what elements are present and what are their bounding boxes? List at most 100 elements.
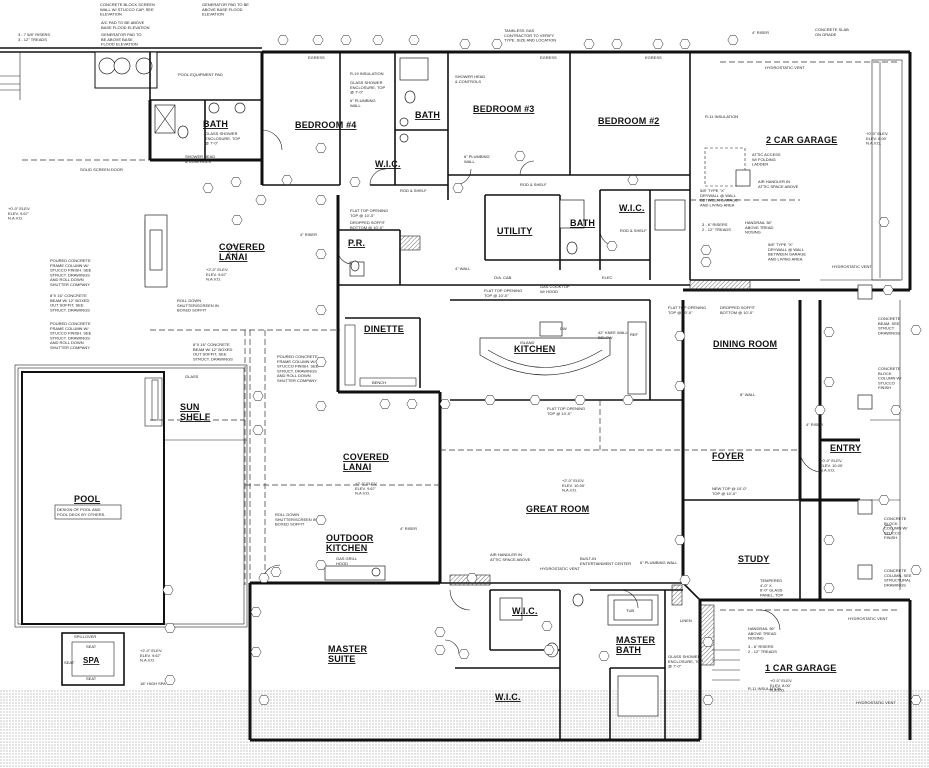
note-hydrostatic-4: HYDROSTATIC VENT [848, 616, 888, 621]
window-tag-hex [890, 405, 902, 415]
window-tag-hex [315, 357, 327, 367]
window-tags [162, 35, 922, 705]
room-label-wic-master: W.I.C. [495, 692, 521, 702]
note-linen: LINEN [680, 618, 692, 623]
window-tag-hex [458, 649, 470, 659]
room-label-wic-b: W.I.C. [619, 203, 645, 213]
window-tag-hex [258, 573, 270, 583]
room-label-garage2: 2 CAR GARAGE [766, 135, 837, 145]
note-egress-3: EGRESS [645, 55, 662, 60]
note-elev-garage: +0'-0" ELEV.ELEV. 8.00'N.A.V.D. [866, 131, 888, 146]
window-tag-hex [491, 39, 503, 49]
window-tag-hex [702, 695, 714, 705]
room-label-foyer: FOYER [712, 451, 744, 461]
note-shower-head-2: SHOWER HEAD& CONTROLS [185, 154, 215, 164]
window-tag-hex [162, 585, 174, 595]
window-tag-hex [674, 535, 686, 545]
window-tag-hex [277, 35, 289, 45]
window-tag-hex [727, 35, 739, 45]
note-glass-wall: GLASS [185, 374, 199, 379]
room-label-utility: UTILITY [497, 226, 532, 236]
window-tag-hex [574, 395, 586, 405]
window-tag-hex [252, 425, 264, 435]
window-tag-hex [598, 651, 610, 661]
window-tag-hex [543, 645, 555, 655]
window-tag-hex [349, 177, 361, 187]
window-tag-hex [823, 377, 835, 387]
note-hydrostatic-1: HYDROSTATIC VENT [765, 65, 805, 70]
note-bench: BENCH [372, 380, 386, 385]
note-hydrostatic-2: HYDROSTATIC VENT [832, 264, 872, 269]
note-egress-2: EGRESS [540, 55, 557, 60]
window-tag-hex [700, 245, 712, 255]
window-tag-hex [652, 39, 664, 49]
room-labels: BEDROOM #4 BEDROOM #3 BEDROOM #2 2 CAR G… [74, 104, 861, 702]
note-hydrostatic-3: HYDROSTATIC VENT [540, 566, 580, 571]
window-tag-hex [910, 695, 922, 705]
room-label-bath-right: BATH [570, 218, 595, 228]
room-label-bedroom2: BEDROOM #2 [598, 116, 660, 126]
note-elev-lanai: +2'-0" ELEV.ELEV. 9.67'N.A.V.D. [355, 481, 377, 496]
note-elev-great-room: +2'-0" ELEV.ELEV. 10.00'N.A.V.D. [562, 478, 585, 493]
note-wall-4: 4" WALL [455, 266, 471, 271]
window-tag-hex [312, 35, 324, 45]
window-tag-hex [379, 399, 391, 409]
window-tag-hex [406, 399, 418, 409]
note-spa-deep: 18" HIGH SPA [140, 681, 166, 686]
room-label-bath-center: BATH [415, 110, 440, 120]
note-seat-3: SEAT [64, 660, 75, 665]
note-r11-1: R-11 INSULATION [705, 114, 738, 119]
ground-dot-band [0, 690, 929, 768]
room-label-great-room: GREAT ROOM [526, 504, 589, 514]
note-elev-garage1: +0'-0" ELEV.ELEV. 8.00'N.A.V.D. [770, 678, 792, 693]
room-label-bedroom3: BEDROOM #3 [473, 104, 535, 114]
window-tag-hex [439, 399, 451, 409]
note-tub: TUB [626, 608, 634, 613]
window-tag-hex [230, 177, 242, 187]
room-label-dinette: DINETTE [364, 324, 404, 334]
window-tag-hex [315, 249, 327, 259]
window-tag-hex [882, 525, 894, 535]
window-tag-hex [315, 143, 327, 153]
window-tag-hex [606, 241, 618, 251]
window-tag-hex [202, 183, 214, 193]
window-tag-hex [250, 607, 262, 617]
note-riser-3: 4" RISER [400, 526, 417, 531]
window-tag-hex [315, 560, 327, 570]
window-tag-hex [231, 215, 243, 225]
note-spillover: SPILLOVER [74, 634, 96, 639]
note-elev-entry: +0'-0" ELEV.ELEV. 10.00'N.A.V.D. [820, 458, 843, 473]
window-tag-hex [434, 627, 446, 637]
room-label-dining: DINING ROOM [713, 339, 777, 349]
window-tag-hex [434, 645, 446, 655]
note-screen-door: SOLID SCREEN DOOR [80, 167, 123, 172]
window-tag-hex [823, 535, 835, 545]
hatched-walls [144, 219, 751, 666]
